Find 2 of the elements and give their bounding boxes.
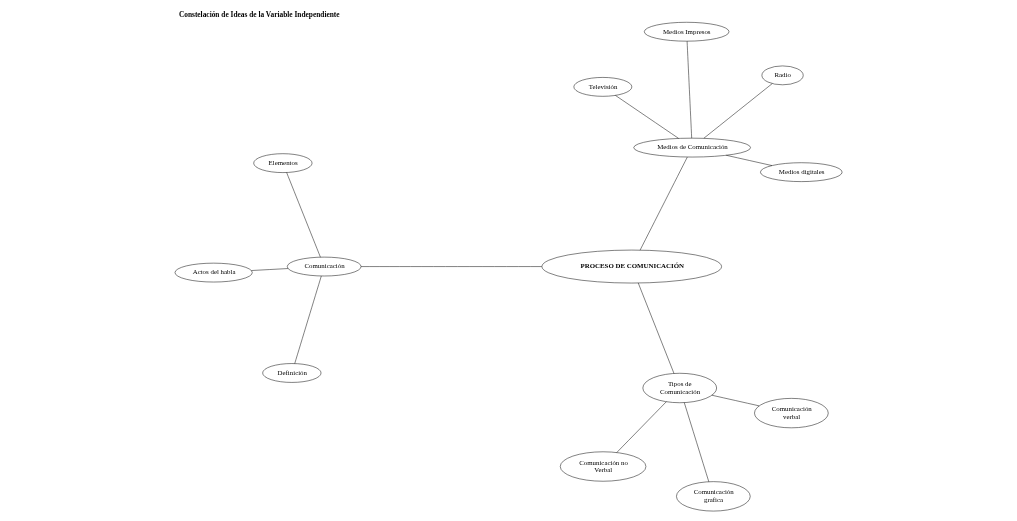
connector [725, 155, 773, 166]
diagram-title: Constelación de Ideas de la Variable Independiente [178, 10, 340, 20]
